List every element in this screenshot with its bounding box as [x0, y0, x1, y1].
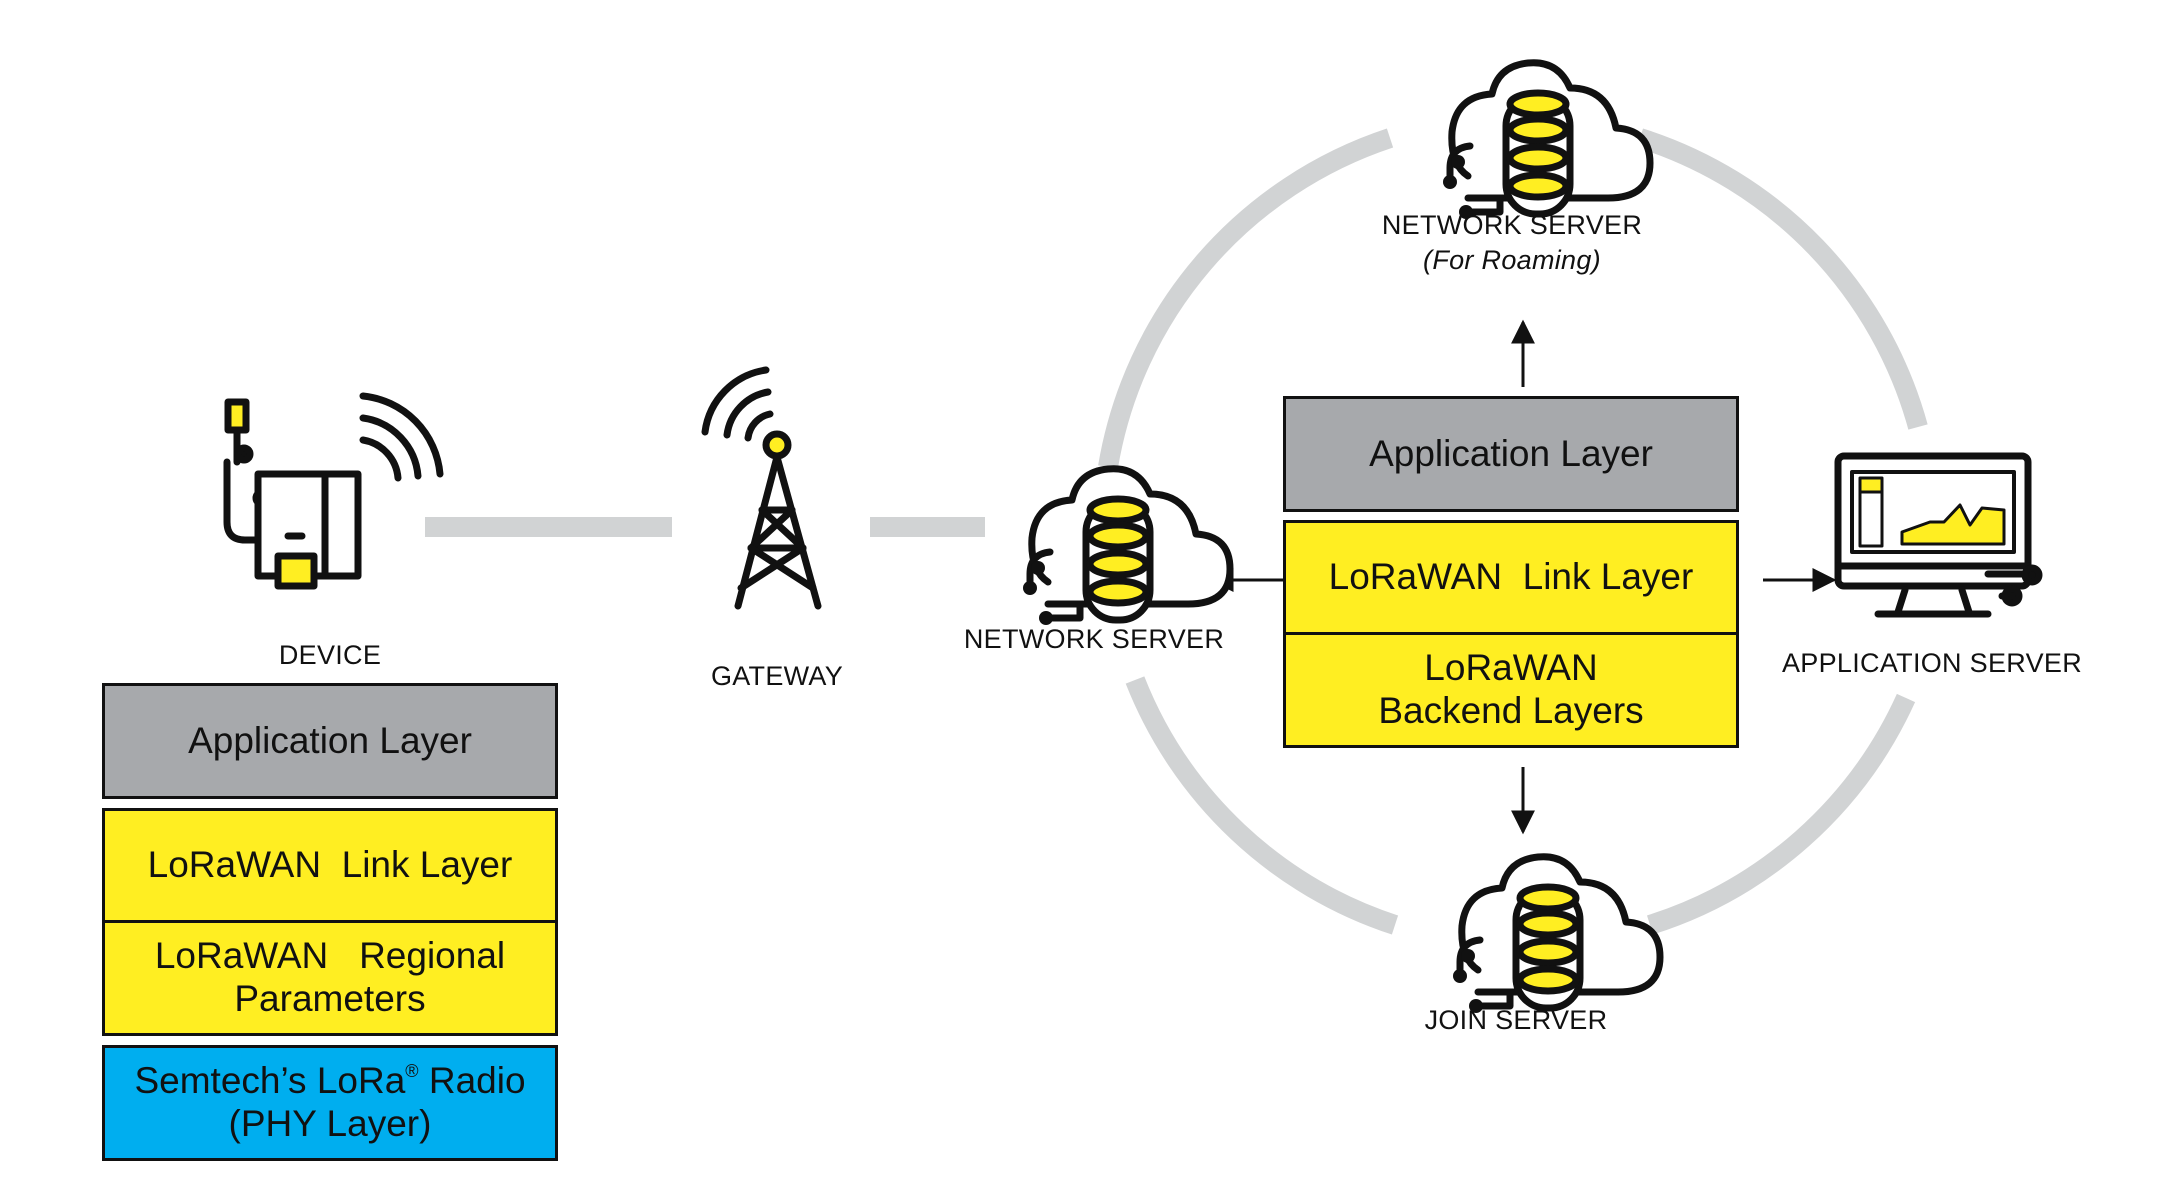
phy-text-pre: Semtech’s LoRa [134, 1060, 406, 1102]
ring-arc-bottom-left [1125, 676, 1399, 935]
roaming-server-title: NETWORK SERVER [1381, 210, 1643, 240]
cable-node [1459, 205, 1473, 219]
cloud-cable-lower [1474, 988, 1514, 1010]
db-disk-top [1086, 495, 1150, 525]
db-disk-bottom [1516, 965, 1580, 995]
db-disk-lower [1516, 937, 1580, 967]
device-application-layer-text: Application Layer [188, 719, 472, 761]
monitor-area-chart [1900, 503, 2006, 546]
cloud-cable-upper [1026, 548, 1054, 588]
db-disk-lower [1506, 143, 1570, 173]
cable-node [1443, 175, 1457, 189]
join-server-icon [1453, 853, 1664, 1013]
cable-node [1031, 561, 1045, 575]
db-disk-upper [1086, 521, 1150, 551]
cloud-cable-lower [1044, 600, 1084, 622]
db-disk-upper [1506, 115, 1570, 145]
monitor-chart-icon [1834, 452, 2043, 618]
server-ring [1098, 128, 1928, 935]
db-disk-bottom [1086, 577, 1150, 607]
gateway-signal-small [744, 410, 774, 442]
monitor-bar [1858, 490, 1884, 548]
server-link-layer: LoRaWAN Link Layer [1283, 520, 1739, 635]
device-battery [274, 552, 318, 590]
server-application-layer-text: Application Layer [1369, 432, 1653, 474]
network-server-icon [1023, 465, 1234, 625]
device-regional-parameters: LoRaWAN Regional Parameters [102, 920, 558, 1036]
cable-node [1451, 155, 1465, 169]
monitor-bar-top [1858, 476, 1884, 494]
device-antenna-tip [224, 398, 250, 434]
roaming-server-sublabel: (For Roaming) [1423, 245, 1601, 275]
device-icon [223, 392, 444, 590]
phy-line-2: (PHY Layer) [228, 1103, 432, 1144]
device-phy-layer: Semtech’s LoRa® Radio (PHY Layer) [102, 1045, 558, 1161]
gateway-label: GATEWAY [710, 661, 844, 691]
db-disk-lower [1086, 549, 1150, 579]
application-server-label: APPLICATION SERVER [1782, 648, 2082, 678]
server-backend-layers: LoRaWAN Backend Layers [1283, 632, 1739, 748]
registered-mark: ® [405, 1061, 419, 1082]
regional-line-1: LoRaWAN Regional [154, 935, 506, 977]
db-disk-top [1516, 883, 1580, 913]
device-signal-large [359, 392, 444, 478]
phy-line-1: Semtech’s LoRa® Radio [134, 1060, 525, 1103]
gateway-signal-mid [723, 388, 772, 439]
ring-arc-top-left [1098, 128, 1394, 469]
db-disk-bottom [1506, 171, 1570, 201]
ring-arc-bottom-right [1646, 693, 1916, 935]
device-signal-mid [359, 414, 422, 480]
join-server-label: JOIN SERVER [1424, 1005, 1608, 1035]
roaming-server-icon [1443, 59, 1654, 219]
server-link-layer-text: LoRaWAN Link Layer [1328, 556, 1694, 598]
cloud-cable-lower [1464, 194, 1504, 216]
regional-line-2: Parameters [234, 978, 426, 1019]
gateway-tower-icon [701, 366, 822, 610]
device-link-layer-text: LoRaWAN Link Layer [147, 844, 513, 886]
ring-arc-top-right [1636, 128, 1928, 430]
cloud-cable-upper [1446, 142, 1474, 182]
device-label: DEVICE [278, 640, 382, 670]
cable-node [1039, 611, 1053, 625]
cable-node [1023, 581, 1037, 595]
cable-node [1461, 949, 1475, 963]
gateway-signal-large [701, 366, 770, 436]
cloud-cable-upper [1456, 936, 1484, 976]
device-signal-small [359, 436, 402, 482]
device-application-layer: Application Layer [102, 683, 558, 799]
gateway-beacon [762, 430, 792, 460]
device-link-layer: LoRaWAN Link Layer [102, 808, 558, 923]
network-server-label: NETWORK SERVER [963, 624, 1225, 654]
cable-node [1469, 999, 1483, 1013]
cable-node [1453, 969, 1467, 983]
db-disk-upper [1516, 909, 1580, 939]
backend-line-1: LoRaWAN [1424, 647, 1598, 689]
backend-line-2: Backend Layers [1378, 690, 1644, 731]
server-application-layer: Application Layer [1283, 396, 1739, 512]
roaming-server-label: NETWORK SERVER (For Roaming) [1382, 210, 1642, 276]
phy-text-post: Radio [418, 1060, 526, 1102]
db-disk-top [1506, 89, 1570, 119]
